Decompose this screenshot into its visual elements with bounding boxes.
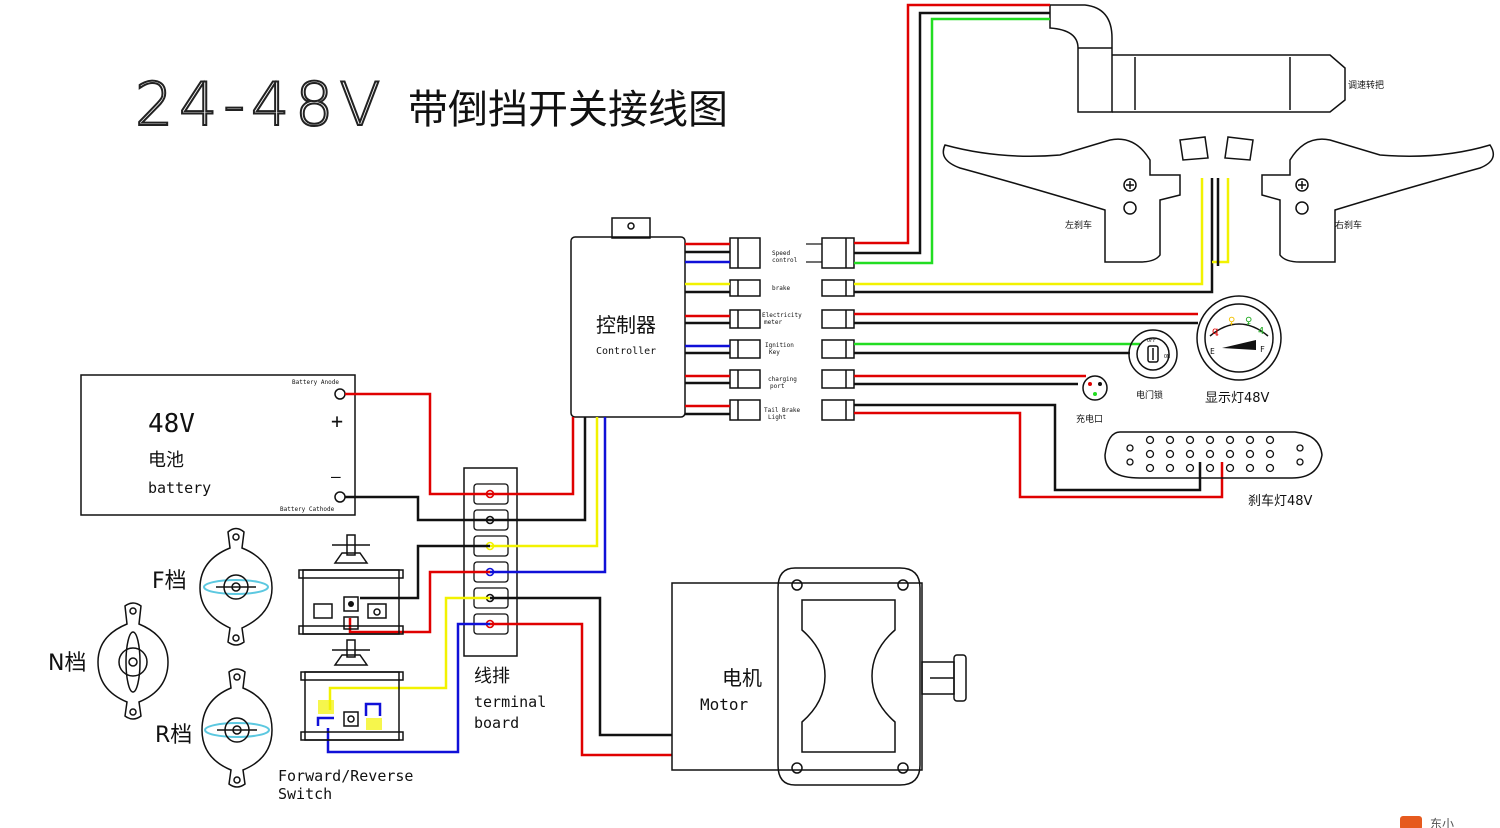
- connector-label-charging-2: port: [770, 383, 785, 390]
- battery-voltage: 48V: [148, 409, 195, 439]
- battery-cathode-label: Battery Cathode: [280, 506, 335, 513]
- connector-label-ignition-1: Ignition: [765, 342, 794, 349]
- r-position-label: R档: [155, 723, 192, 748]
- svg-text:♀: ♀: [1245, 316, 1252, 327]
- title-voltage: 24-48V: [135, 70, 386, 140]
- terminal-board: [463, 467, 518, 657]
- right-brake-label: 右刹车: [1335, 219, 1362, 231]
- svg-text:4: 4: [1258, 326, 1264, 337]
- tail-light-led: [1225, 449, 1235, 459]
- connector-label-ignition-2: Key: [769, 349, 780, 356]
- tail-light-led: [1165, 435, 1175, 445]
- connector-label-speed-1: Speed: [772, 250, 790, 257]
- ignition-on-text: ON: [1164, 354, 1170, 360]
- tail-light-led: [1126, 458, 1134, 466]
- tail-light-label: 刹车灯48V: [1248, 493, 1313, 509]
- tail-light-led: [1225, 435, 1235, 445]
- tail-light-led: [1245, 449, 1255, 459]
- right-brake-lever: [1224, 136, 1495, 263]
- connector-row-brake: [729, 279, 855, 297]
- left-brake-lever: [942, 136, 1209, 263]
- charging-port-label: 充电口: [1076, 413, 1103, 425]
- tail-light-led: [1126, 444, 1134, 452]
- connector-label-speed-2: control: [772, 257, 798, 264]
- fr-switch-upper: [298, 534, 404, 635]
- motor-en-label: Motor: [700, 695, 749, 714]
- f-position-label: F档: [152, 569, 187, 594]
- tail-light-led: [1145, 449, 1155, 459]
- battery-en-label: battery: [148, 479, 211, 497]
- tail-light-led: [1145, 435, 1155, 445]
- controller-cn-label: 控制器: [596, 313, 656, 337]
- connector-label-tail-1: Tail Brake: [764, 407, 801, 414]
- fr-switch-lower: [300, 639, 404, 741]
- main-power-wires: [326, 392, 672, 757]
- title-text: 带倒挡开关接线图: [408, 87, 728, 133]
- battery-cn-label: 电池: [148, 450, 184, 471]
- watermark-logo: 东小: [1400, 816, 1454, 828]
- meter-f-text: F: [1260, 345, 1265, 354]
- controller-box: [570, 217, 686, 418]
- throttle-grip: [1049, 4, 1346, 113]
- device-wires: [854, 3, 1230, 499]
- controller-en-label: Controller: [596, 346, 656, 357]
- watermark-text: 东小: [1430, 817, 1454, 828]
- motor: [671, 567, 967, 786]
- tail-light-led: [1205, 463, 1215, 473]
- tail-light-led: [1296, 458, 1304, 466]
- ignition-label: 电门锁: [1136, 389, 1163, 401]
- battery-plus: +: [331, 409, 343, 433]
- ignition-off-text: OFF: [1147, 338, 1156, 344]
- tail-light-led: [1265, 435, 1275, 445]
- connector-row-ignition: [729, 339, 855, 359]
- fr-switch-caption-1: Forward/Reverse: [278, 767, 413, 785]
- svg-text:♀: ♀: [1228, 316, 1235, 327]
- tail-light-led: [1205, 435, 1215, 445]
- charging-port: [1082, 375, 1108, 401]
- tail-light: [1104, 431, 1323, 479]
- svg-text:ꝗ: ꝗ: [1212, 326, 1219, 337]
- terminal-cn-label: 线排: [474, 666, 510, 687]
- tail-light-led: [1265, 463, 1275, 473]
- tail-light-led: [1245, 435, 1255, 445]
- n-position-knob: [97, 602, 169, 720]
- tail-light-led: [1245, 463, 1255, 473]
- connector-label-brake: brake: [772, 285, 790, 292]
- f-position-knob: [199, 527, 273, 646]
- meter-e-text: E: [1210, 347, 1215, 356]
- motor-cn-label: 电机: [722, 666, 762, 690]
- tail-light-led: [1185, 463, 1195, 473]
- tail-light-led: [1296, 444, 1304, 452]
- connector-row-tail-light: [729, 399, 855, 421]
- terminal-en-line1: terminal: [474, 693, 546, 711]
- battery-anode-label: Battery Anode: [292, 379, 339, 386]
- fr-switch-caption-2: Switch: [278, 785, 332, 803]
- throttle-label: 调速转把: [1348, 79, 1384, 91]
- tail-light-led: [1165, 463, 1175, 473]
- tail-light-led: [1145, 463, 1155, 473]
- tail-light-led: [1205, 449, 1215, 459]
- left-brake-label: 左刹车: [1065, 219, 1092, 231]
- connector-row-meter: [729, 309, 855, 329]
- meter-label: 显示灯48V: [1205, 391, 1270, 406]
- tail-light-led: [1265, 449, 1275, 459]
- tail-light-led: [1185, 449, 1195, 459]
- connector-label-tail-2: Light: [768, 414, 786, 421]
- connector-label-meter-1: Electricity: [762, 312, 802, 319]
- tail-light-led: [1185, 435, 1195, 445]
- r-position-knob: [201, 668, 273, 788]
- terminal-en-line2: board: [474, 714, 519, 732]
- tail-light-led: [1225, 463, 1235, 473]
- connector-row-charging: [729, 369, 855, 389]
- ignition-key-switch: [1128, 329, 1178, 379]
- battery-box: [80, 374, 356, 516]
- connector-label-meter-2: meter: [764, 319, 782, 326]
- tail-light-led: [1165, 449, 1175, 459]
- n-position-label: N档: [48, 651, 86, 676]
- meter-gauge: ꝗ ♀ ♀ 4: [1196, 295, 1282, 381]
- controller-output-wires: [685, 242, 822, 416]
- battery-minus: —: [331, 467, 341, 486]
- connector-label-charging-1: charging: [768, 376, 797, 383]
